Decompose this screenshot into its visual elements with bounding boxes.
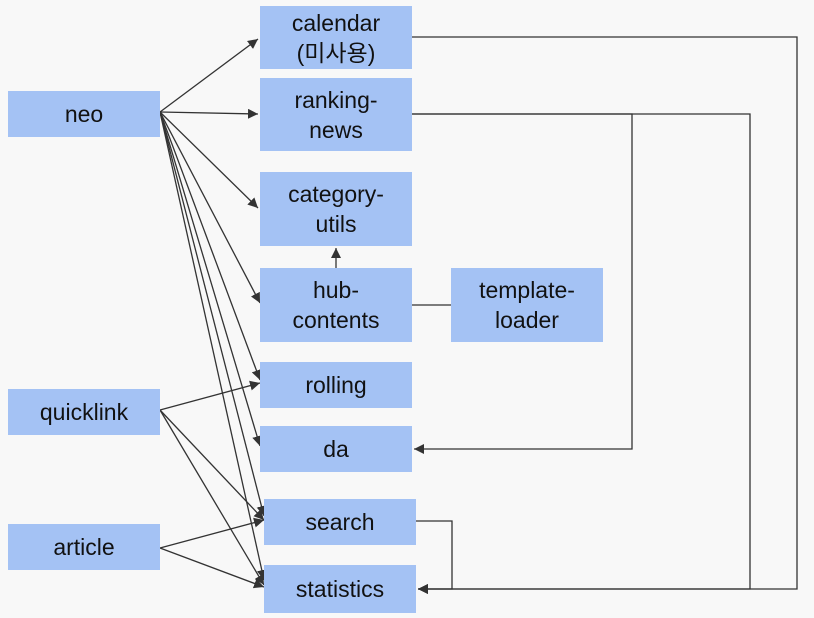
edge-article-to-statistics (159, 547, 265, 589)
edge-neo-to-rolling (159, 111, 262, 381)
node-neo: neo (8, 91, 160, 137)
edge-search-to-statistics (416, 520, 453, 594)
node-rolling: rolling (260, 362, 412, 408)
edge-quicklink-to-search (159, 409, 265, 521)
edge-neo-to-search (159, 111, 267, 517)
node-search: search (264, 499, 416, 545)
edge-neo-to-hub (159, 111, 261, 304)
edge-quicklink-to-rolling (159, 380, 261, 411)
edge-neo-to-calendar (159, 38, 259, 113)
node-quicklink: quicklink (8, 389, 160, 435)
node-da: da (260, 426, 412, 472)
edge-ranking-to-statistics (412, 113, 751, 594)
edge-calendar-to-statistics (412, 36, 798, 594)
edge-neo-to-ranking (159, 108, 259, 119)
node-hub-contents: hub- contents (260, 268, 412, 342)
edge-neo-to-da (159, 111, 262, 447)
edge-quicklink-to-statistics (159, 409, 265, 586)
node-article: article (8, 524, 160, 570)
node-template-loader: template- loader (451, 268, 603, 342)
node-category-utils: category- utils (260, 172, 412, 246)
node-calendar: calendar (미사용) (260, 6, 412, 69)
edge-neo-to-category (159, 111, 259, 209)
node-statistics: statistics (264, 565, 416, 613)
edge-neo-to-statistics (159, 111, 267, 581)
node-ranking-news: ranking- news (260, 78, 412, 151)
edge-article-to-search (159, 517, 265, 549)
